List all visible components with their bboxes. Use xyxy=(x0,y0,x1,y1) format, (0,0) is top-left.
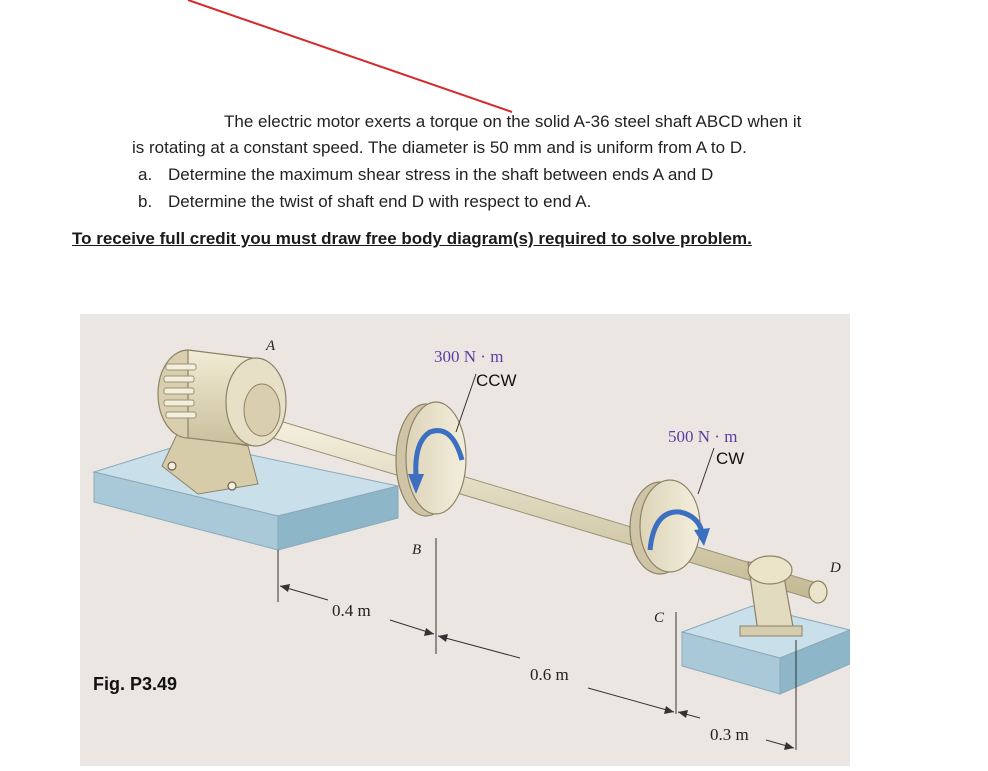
torque-arrowhead-b xyxy=(408,474,424,494)
dimension-bc: 0.6 m xyxy=(530,665,569,684)
torque-arrow-b xyxy=(413,428,465,477)
torque-b-value: 300 N · m xyxy=(434,347,503,366)
gear-disc-c xyxy=(629,479,701,575)
credit-note: To receive full credit you must draw fre… xyxy=(72,229,752,248)
torque-c-value: 500 N · m xyxy=(668,427,737,446)
torque-arrowhead-c xyxy=(694,528,710,546)
shaft-diagram: A B C D 300 N · m CCW 500 N · m CW 0.4 m… xyxy=(80,314,852,766)
label-d: D xyxy=(829,560,841,576)
shaft-figure: A B C D 300 N · m CCW 500 N · m CW 0.4 m… xyxy=(80,314,852,766)
dimension-arrowheads xyxy=(280,584,794,750)
gear-disc-b xyxy=(395,401,467,517)
torque-arrow-c xyxy=(647,509,705,551)
intro-line-1: The electric motor exerts a torque on th… xyxy=(224,112,802,131)
leader-line-b xyxy=(455,373,477,433)
leader-line-c xyxy=(697,447,715,495)
label-a: A xyxy=(265,338,276,354)
dimension-cd: 0.3 m xyxy=(710,725,749,744)
torque-c-direction: CW xyxy=(716,449,744,468)
label-c: C xyxy=(654,610,665,626)
label-b: B xyxy=(412,542,421,558)
part-a-text: Determine the maximum shear stress in th… xyxy=(168,165,714,184)
part-b-marker: b. xyxy=(138,192,153,211)
intro-line-2: is rotating at a constant speed. The dia… xyxy=(132,138,747,157)
part-b-text: Determine the twist of shaft end D with … xyxy=(168,192,592,211)
dimension-ab: 0.4 m xyxy=(332,601,371,620)
bearing-d xyxy=(739,555,803,637)
electric-motor xyxy=(157,349,287,495)
problem-statement: The electric motor exerts a torque on th… xyxy=(0,0,988,260)
part-a-marker: a. xyxy=(138,165,153,184)
figure-caption: Fig. P3.49 xyxy=(93,674,178,694)
dimension-lines xyxy=(277,538,797,750)
torque-b-direction: CCW xyxy=(476,371,517,390)
